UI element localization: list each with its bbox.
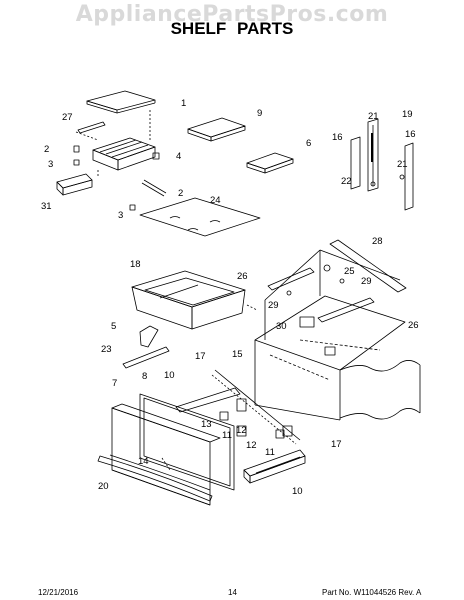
callout-7: 7 (112, 378, 117, 389)
part-10-slide-upper (175, 387, 241, 413)
callout-14: 14 (138, 456, 149, 467)
callout-25: 25 (344, 266, 355, 277)
part-6-shelf (246, 152, 294, 174)
part-25-bracket (323, 264, 331, 272)
footer-part-number: Part No. W11044526 Rev. A (322, 588, 422, 597)
part-13-bracket (219, 411, 229, 421)
callout-12-lower: 12 (246, 440, 257, 451)
callout-4: 4 (176, 151, 181, 162)
cabinet-frame (254, 249, 421, 421)
part-2-rod (141, 179, 167, 197)
part-1-shelf (86, 90, 156, 114)
callout-8: 8 (142, 371, 147, 382)
part-16-rail-left (350, 136, 361, 190)
callout-21-lower: 21 (397, 159, 408, 170)
callout-31: 31 (41, 201, 52, 212)
part-29-screw (339, 278, 345, 284)
part-3-screw-left (73, 159, 80, 166)
part-19-rail (367, 118, 379, 192)
callout-30: 30 (276, 321, 287, 332)
part-30-bracket (299, 316, 315, 328)
part-5-clip (139, 325, 159, 348)
callout-1: 1 (181, 98, 186, 109)
callout-12-upper: 12 (236, 425, 247, 436)
callout-28: 28 (372, 236, 383, 247)
callout-10-lower: 10 (292, 486, 303, 497)
footer-date: 12/21/2016 (38, 588, 79, 597)
part-18-drawer (131, 270, 246, 330)
watermark: AppliancePartsPros.com (75, 2, 389, 27)
part-11-bracket (236, 398, 247, 412)
part-9-shelf (187, 117, 246, 142)
part-10-slide-lower (243, 449, 306, 484)
callout-3-screw: 3 (118, 210, 123, 221)
callout-3: 3 (48, 159, 53, 170)
part-31-control (56, 173, 93, 196)
part-20-handle (97, 455, 213, 502)
callout-17-lower: 17 (331, 439, 342, 450)
callout-29-left: 29 (268, 300, 279, 311)
callout-10-upper: 10 (164, 370, 175, 381)
part-23-rail (122, 346, 170, 369)
callout-26-upper: 26 (237, 271, 248, 282)
part-4-clip (152, 152, 160, 160)
cabinet-bracket (324, 346, 336, 356)
callout-6: 6 (306, 138, 311, 149)
callout-18: 18 (130, 259, 141, 270)
callout-16-right: 16 (405, 129, 416, 140)
part-28-frame-rail (329, 239, 407, 293)
callout-9: 9 (257, 108, 262, 119)
callout-19: 19 (402, 109, 413, 120)
callout-26-lower: 26 (408, 320, 419, 331)
callout-27: 27 (62, 112, 73, 123)
callout-29-right: 29 (361, 276, 372, 287)
part-22-screw (370, 181, 376, 187)
callout-23: 23 (101, 344, 112, 355)
callout-2: 2 (44, 144, 49, 155)
callout-2-rod: 2 (178, 188, 183, 199)
part-3-screw (129, 204, 136, 211)
callout-24: 24 (210, 195, 221, 206)
part-8-gasket (139, 393, 235, 491)
callout-5: 5 (111, 321, 116, 332)
callout-11-lower: 11 (265, 447, 275, 458)
part-26-slide-upper (267, 267, 315, 291)
footer-page: 14 (228, 588, 237, 597)
callout-13: 13 (201, 419, 212, 430)
part-12-bracket-lower (282, 425, 293, 437)
part-7-drawer-front (109, 403, 221, 506)
part-29-screw-lower (286, 290, 292, 296)
part-27-rail (77, 121, 106, 134)
callout-15: 15 (232, 349, 243, 360)
part-2-clip-left (73, 145, 80, 153)
callout-16-left: 16 (332, 132, 343, 143)
callout-17-top: 17 (195, 351, 206, 362)
part-16-rail-right (404, 142, 414, 211)
part-15-rod (214, 369, 301, 441)
callout-20: 20 (98, 481, 109, 492)
part-4-tray (92, 137, 156, 171)
part-12-bracket (236, 425, 247, 437)
page-title: SHELF PARTS (170, 19, 294, 38)
part-21-screw (399, 174, 405, 180)
part-11-bracket-lower (275, 429, 285, 439)
part-24-glass (139, 197, 261, 237)
callout-21-top: 21 (368, 111, 379, 122)
part-26-slide-lower (317, 297, 375, 323)
callout-22: 22 (341, 176, 352, 187)
callout-11-upper: 11 (222, 430, 232, 441)
